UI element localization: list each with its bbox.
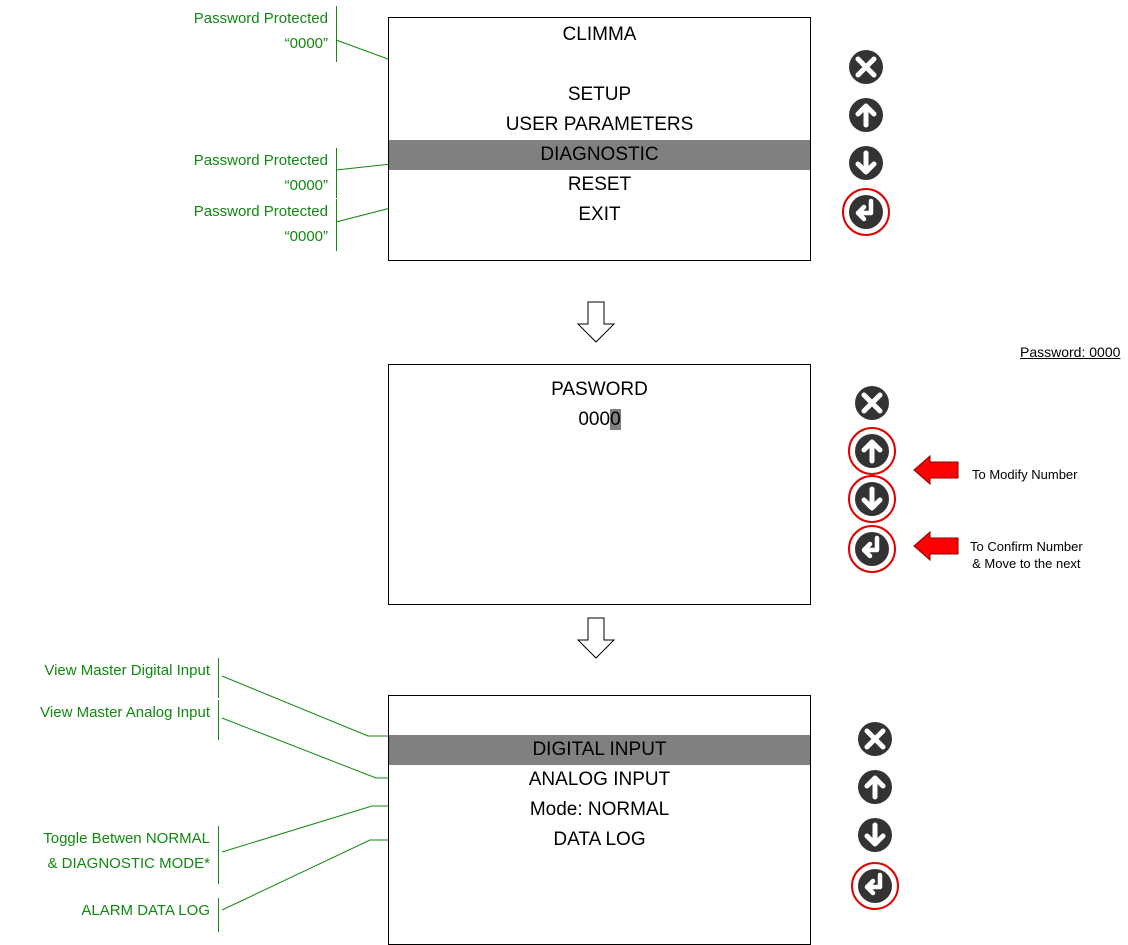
up-button-3[interactable] xyxy=(856,768,894,806)
label-confirm-number: To Confirm Number & Move to the next xyxy=(970,538,1083,572)
password-cursor-digit: 0 xyxy=(610,409,621,430)
red-arrow-confirm xyxy=(913,530,959,562)
down-button-3[interactable] xyxy=(856,816,894,854)
note-setup-line2: “0000” xyxy=(284,35,328,52)
arrow-down-icon xyxy=(849,146,883,180)
note-mode: Toggle Betwen NORMAL & DIAGNOSTIC MODE* xyxy=(4,826,219,884)
label-confirm-line2: & Move to the next xyxy=(972,556,1081,571)
menu-item-digital-input[interactable]: DIGITAL INPUT xyxy=(389,735,810,765)
note-digital: View Master Digital Input xyxy=(4,658,219,698)
menu-item-mode[interactable]: Mode: NORMAL xyxy=(529,799,670,820)
password-hint: Password: 0000 xyxy=(1020,344,1121,360)
enter-icon xyxy=(842,188,890,236)
menu-item-data-log[interactable]: DATA LOG xyxy=(553,829,646,850)
note-analog-text: View Master Analog Input xyxy=(40,704,210,721)
note-analog: View Master Analog Input xyxy=(4,700,219,740)
note-diagnostic-line2: “0000” xyxy=(284,177,328,194)
password-value[interactable]: 0000 xyxy=(389,405,810,435)
note-reset-line2: “0000” xyxy=(284,228,328,245)
main-menu-title: CLIMMA xyxy=(562,24,637,45)
flow-arrow-1 xyxy=(576,301,616,343)
note-reset: Password Protected “0000” xyxy=(150,199,337,251)
menu-item-user-parameters[interactable]: USER PARAMETERS xyxy=(505,114,694,135)
screen-main-menu: CLIMMA SETUP USER PARAMETERS DIAGNOSTIC … xyxy=(388,17,811,261)
up-button-2[interactable] xyxy=(847,426,897,476)
note-alarm: ALARM DATA LOG xyxy=(4,898,219,932)
arrow-up-icon xyxy=(858,770,892,804)
screen-password: PASWORD 0000 xyxy=(388,364,811,605)
enter-icon xyxy=(851,862,899,910)
note-reset-line1: Password Protected xyxy=(193,203,328,220)
note-diagnostic: Password Protected “0000” xyxy=(150,148,337,198)
close-icon xyxy=(849,50,883,84)
leader-digital xyxy=(221,675,390,737)
note-mode-line2: & DIAGNOSTIC MODE* xyxy=(47,855,210,872)
leader-alarm xyxy=(221,839,402,911)
leader-analog xyxy=(221,717,402,779)
password-digits: 000 xyxy=(578,409,611,430)
note-setup-line1: Password Protected xyxy=(193,10,328,27)
enter-button-3[interactable] xyxy=(850,861,900,911)
label-confirm-line1: To Confirm Number xyxy=(970,539,1083,554)
red-arrow-modify xyxy=(913,454,959,486)
note-digital-text: View Master Digital Input xyxy=(44,662,210,679)
arrow-down-icon xyxy=(858,818,892,852)
note-mode-line1: Toggle Betwen NORMAL xyxy=(43,830,210,847)
menu-item-exit[interactable]: EXIT xyxy=(578,204,621,225)
enter-icon xyxy=(848,525,896,573)
close-button-2[interactable] xyxy=(853,384,891,422)
menu-item-reset[interactable]: RESET xyxy=(567,174,632,195)
close-button-3[interactable] xyxy=(856,720,894,758)
label-modify-number: To Modify Number xyxy=(972,467,1078,482)
arrow-up-icon xyxy=(848,427,896,475)
arrow-down-icon xyxy=(848,475,896,523)
arrow-up-icon xyxy=(849,98,883,132)
close-icon xyxy=(858,722,892,756)
menu-item-analog-input[interactable]: ANALOG INPUT xyxy=(528,769,671,790)
screen-diagnostic-menu: DIGITAL INPUT ANALOG INPUT Mode: NORMAL … xyxy=(388,695,811,945)
note-diagnostic-line1: Password Protected xyxy=(193,152,328,169)
down-button-1[interactable] xyxy=(847,144,885,182)
leader-mode xyxy=(221,805,402,853)
note-setup: Password Protected “0000” xyxy=(150,6,337,62)
menu-item-diagnostic[interactable]: DIAGNOSTIC xyxy=(389,140,810,170)
menu-item-setup[interactable]: SETUP xyxy=(567,84,632,105)
note-alarm-text: ALARM DATA LOG xyxy=(81,902,210,919)
enter-button-1[interactable] xyxy=(841,187,891,237)
close-button-1[interactable] xyxy=(847,48,885,86)
down-button-2[interactable] xyxy=(847,474,897,524)
close-icon xyxy=(855,386,889,420)
flow-arrow-2 xyxy=(576,617,616,659)
password-title: PASWORD xyxy=(551,379,648,400)
enter-button-2[interactable] xyxy=(847,524,897,574)
up-button-1[interactable] xyxy=(847,96,885,134)
